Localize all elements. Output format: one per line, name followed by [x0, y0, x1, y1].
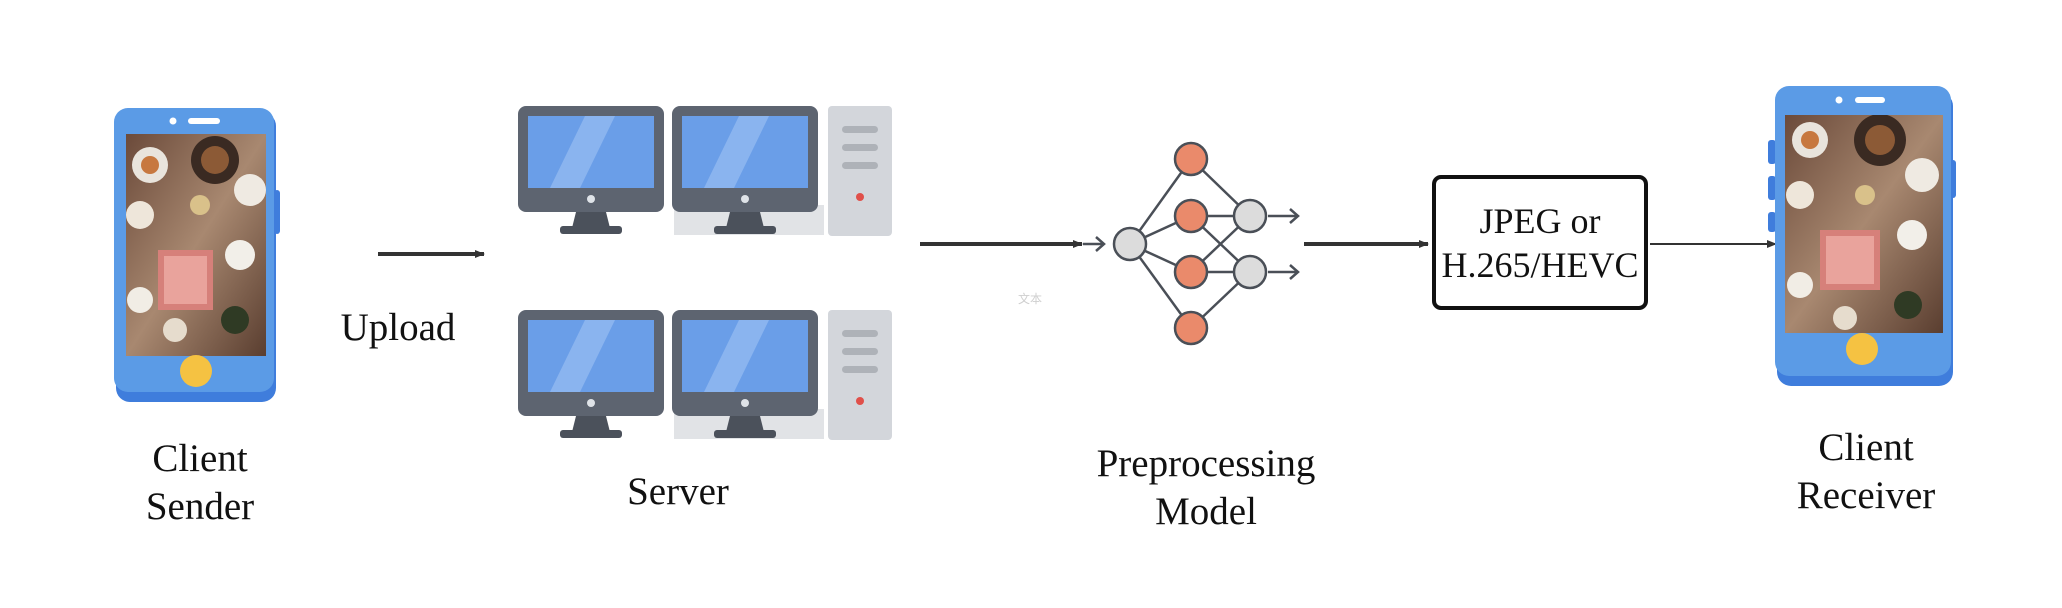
- tower-icon: [828, 106, 892, 236]
- preprocessing-label-line2: Model: [1155, 490, 1257, 533]
- watermark-text: 文本: [1018, 292, 1043, 306]
- monitor-icon: [518, 310, 664, 438]
- neural-network-icon: [1083, 141, 1300, 346]
- codec-label-line2: H.265/HEVC: [1441, 244, 1639, 285]
- client-receiver-label-line2: Receiver: [1796, 474, 1936, 517]
- codec-label-line1: JPEG or: [1479, 200, 1601, 241]
- client-sender-label: Client Sender: [118, 435, 282, 531]
- food-photo: [1785, 115, 1943, 333]
- preprocessing-model-label: Preprocessing Model: [1084, 440, 1328, 536]
- monitor-icon: [672, 310, 818, 438]
- upload-label: Upload: [340, 306, 456, 349]
- tower-icon: [828, 310, 892, 440]
- preprocessing-label-line1: Preprocessing: [1096, 442, 1316, 485]
- client-receiver-label: Client Receiver: [1778, 424, 1954, 520]
- food-photo: [126, 134, 266, 356]
- server-icon: [518, 106, 892, 440]
- client-sender-phone-icon: [114, 108, 280, 402]
- monitor-icon: [672, 106, 818, 234]
- client-receiver-phone-icon: [1768, 86, 1956, 386]
- client-sender-label-line1: Client: [152, 437, 248, 480]
- client-sender-label-line2: Sender: [145, 485, 255, 528]
- codec-box: JPEG or H.265/HEVC: [1432, 175, 1648, 310]
- client-receiver-label-line1: Client: [1818, 426, 1914, 469]
- monitor-icon: [518, 106, 664, 234]
- server-label: Server: [627, 470, 729, 513]
